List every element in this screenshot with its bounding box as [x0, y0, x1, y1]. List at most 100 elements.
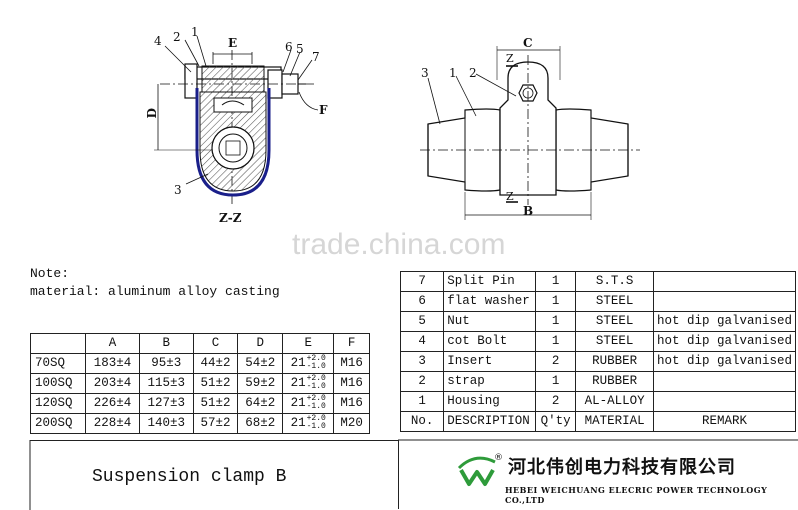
qty-cell: 2 [534, 351, 577, 372]
label-1-right: 1 [449, 66, 457, 80]
value-cell: 183±4 [85, 353, 140, 374]
title-block: Suspension clamp B [30, 440, 399, 509]
label-Z-top: Z [506, 52, 514, 65]
header-remark: REMARK [652, 411, 797, 432]
table-row: 6 flat washer 1 STEEL [399, 291, 797, 312]
header-cell: C [192, 333, 239, 354]
qty-cell: 1 [534, 331, 577, 352]
value-cell: 21+2.0-1.0 [282, 353, 335, 374]
header-cell: D [237, 333, 284, 354]
value-cell: 21+2.0-1.0 [282, 373, 335, 394]
size-cell: 100SQ [29, 373, 87, 394]
label-3-left: 3 [174, 183, 182, 197]
table-row: 2 strap 1 RUBBER [399, 371, 797, 392]
size-cell: 120SQ [29, 393, 87, 414]
value-cell: 95±3 [138, 353, 194, 374]
table-header-row: No. DESCRIPTION Q'ty MATERIAL REMARK [399, 411, 797, 432]
value-cell: M20 [333, 413, 370, 434]
no-cell: 2 [399, 371, 445, 392]
desc-cell: strap [443, 371, 536, 392]
no-cell: 4 [399, 331, 445, 352]
desc-cell: cot Bolt [443, 331, 536, 352]
remark-cell: hot dip galvanised [652, 331, 797, 352]
value-cell: 59±2 [237, 373, 284, 394]
company-name-cn: 河北伟创电力科技有限公司 [508, 457, 736, 478]
label-B: B [523, 204, 534, 218]
label-Z-bottom: Z [506, 190, 514, 203]
desc-cell: Housing [443, 391, 536, 412]
header-material: MATERIAL [575, 411, 654, 432]
remark-cell [652, 271, 797, 292]
drawing-title: Suspension clamp B [92, 467, 287, 487]
remark-cell [652, 371, 797, 392]
value-cell: 64±2 [237, 393, 284, 414]
remark-cell: hot dip galvanised [652, 351, 797, 372]
value-cell: 203±4 [85, 373, 140, 394]
label-E: E [228, 36, 238, 50]
company-name-en: HEBEI WEICHUANG ELECRIC POWER TECHNOLOGY… [505, 485, 768, 505]
remark-cell [652, 391, 797, 412]
label-3-right: 3 [421, 66, 429, 80]
material-cell: STEEL [575, 291, 654, 312]
desc-cell: Split Pin [443, 271, 536, 292]
value-cell: 44±2 [192, 353, 239, 374]
value-cell: 228±4 [85, 413, 140, 434]
table-row: 120SQ 226±4 127±3 51±2 64±2 21+2.0-1.0 M… [29, 393, 370, 414]
note-material: material: aluminum alloy casting [30, 284, 280, 299]
value-cell: 51±2 [192, 373, 239, 394]
value-cell: 127±3 [138, 393, 194, 414]
table-row: 4 cot Bolt 1 STEEL hot dip galvanised [399, 331, 797, 352]
table-row: 7 Split Pin 1 S.T.S [399, 271, 797, 292]
desc-cell: Nut [443, 311, 536, 332]
value-cell: 54±2 [237, 353, 284, 374]
no-cell: 1 [399, 391, 445, 412]
label-7: 7 [312, 50, 320, 64]
label-2-right: 2 [469, 66, 477, 80]
no-cell: 6 [399, 291, 445, 312]
table-row: 70SQ 183±4 95±3 44±2 54±2 21+2.0-1.0 M16 [29, 353, 370, 374]
material-cell: RUBBER [575, 351, 654, 372]
side-view [420, 46, 640, 220]
value-cell: 57±2 [192, 413, 239, 434]
section-view-zz [154, 35, 319, 205]
no-cell: 7 [399, 271, 445, 292]
dimension-table: A B C D E F 70SQ 183±4 95±3 44±2 54±2 21… [29, 333, 370, 434]
qty-cell: 1 [534, 311, 577, 332]
size-cell: 70SQ [29, 353, 87, 374]
table-header-row: A B C D E F [29, 333, 370, 354]
section-label: Z-Z [219, 211, 242, 225]
value-cell: M16 [333, 393, 370, 414]
company-logo-icon: ® [457, 453, 503, 486]
note-heading: Note: [30, 266, 70, 281]
desc-cell: Insert [443, 351, 536, 372]
qty-cell: 1 [534, 271, 577, 292]
material-cell: AL-ALLOY [575, 391, 654, 412]
label-D: D [145, 108, 159, 119]
value-cell: 68±2 [237, 413, 284, 434]
value-cell: 21+2.0-1.0 [282, 413, 335, 434]
label-6: 6 [285, 40, 293, 54]
header-cell: A [85, 333, 140, 354]
label-2: 2 [173, 30, 181, 44]
table-row: 1 Housing 2 AL-ALLOY [399, 391, 797, 412]
parts-list-table: 7 Split Pin 1 S.T.S 6 flat washer 1 STEE… [399, 271, 797, 432]
header-cell: F [333, 333, 370, 354]
label-1: 1 [191, 25, 199, 39]
header-qty: Q'ty [534, 411, 577, 432]
value-cell: 21+2.0-1.0 [282, 393, 335, 414]
label-4: 4 [154, 34, 162, 48]
no-cell: 3 [399, 351, 445, 372]
table-row: 100SQ 203±4 115±3 51±2 59±2 21+2.0-1.0 M… [29, 373, 370, 394]
header-cell [29, 333, 87, 354]
label-5: 5 [296, 42, 304, 56]
material-cell: STEEL [575, 311, 654, 332]
value-cell: 140±3 [138, 413, 194, 434]
watermark: trade.china.com [292, 228, 506, 261]
value-cell: 226±4 [85, 393, 140, 414]
remark-cell: hot dip galvanised [652, 311, 797, 332]
qty-cell: 1 [534, 291, 577, 312]
value-cell: 115±3 [138, 373, 194, 394]
label-F: F [319, 103, 328, 117]
table-row: 3 Insert 2 RUBBER hot dip galvanised [399, 351, 797, 372]
registered-mark: ® [494, 453, 503, 463]
